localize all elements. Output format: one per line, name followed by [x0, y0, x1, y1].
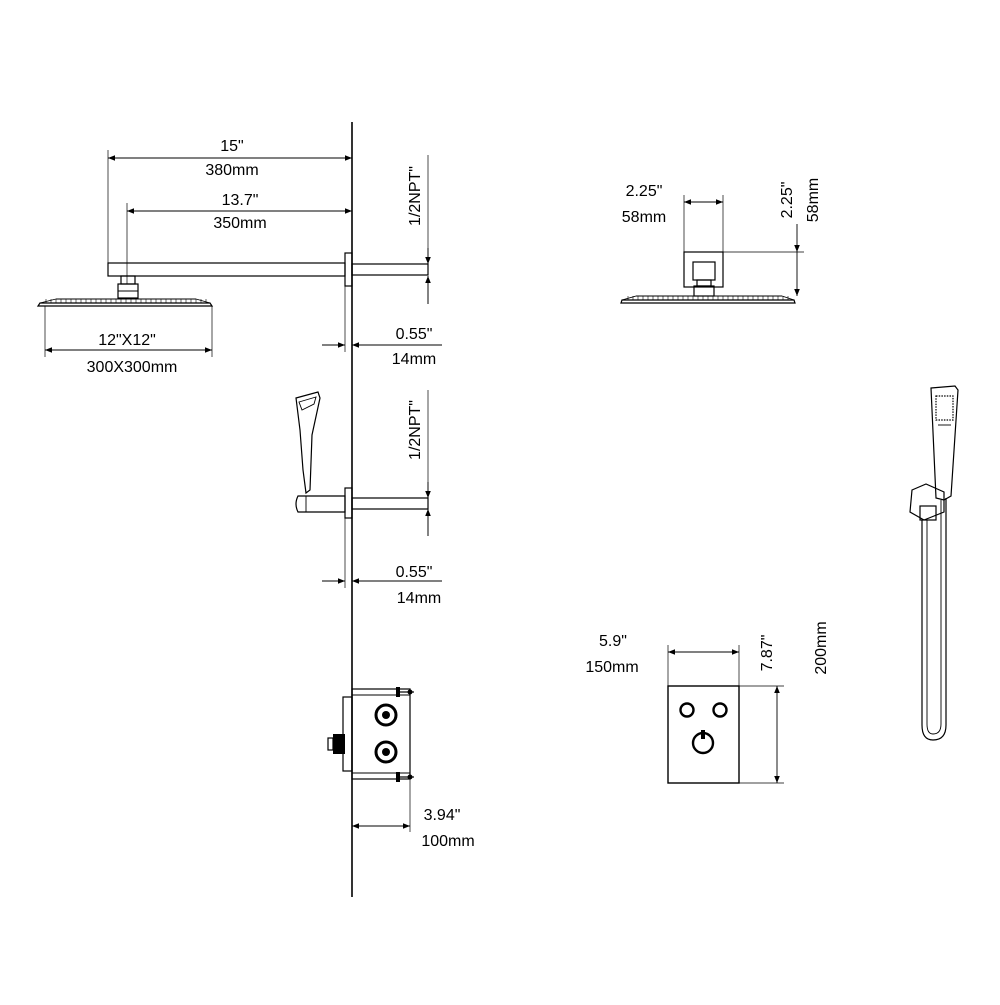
- dim-arm-reach: 13.7" 350mm: [126, 192, 352, 284]
- dim-trim-width-in: 5.9": [599, 633, 627, 650]
- handheld-hose: [921, 498, 947, 741]
- dim-handheld-flange-mm: 14mm: [397, 590, 441, 607]
- trim-button-right: [712, 702, 728, 718]
- valve-body-side: [327, 687, 414, 782]
- dim-handheld-flange: 0.55" 14mm: [322, 518, 442, 607]
- handheld-front-holder: [909, 483, 945, 521]
- handheld-front-wand: [930, 385, 959, 501]
- valve-housing: [351, 688, 411, 780]
- dim-handheld-thread: 1/2NPT": [407, 390, 431, 536]
- arm-swivel-joint: [120, 275, 136, 285]
- valve-port-lower: [374, 740, 398, 764]
- dim-head-side-height-mm: 58mm: [805, 178, 822, 222]
- handheld-side-assembly: [295, 391, 429, 519]
- head-side-block: [683, 251, 724, 288]
- dim-head-size-in: 12"X12": [98, 332, 156, 349]
- handheld-wall-pipe: [351, 497, 429, 510]
- dim-valve-depth-in: 3.94": [424, 807, 461, 824]
- dim-arm-reach-in: 13.7": [222, 192, 259, 209]
- dim-valve-depth-mm: 100mm: [421, 833, 474, 850]
- dim-arm-reach-mm: 350mm: [213, 215, 266, 232]
- handheld-side-wand: [295, 391, 321, 495]
- rain-shower-head-plate: [36, 302, 214, 307]
- dim-head-side-width-in: 2.25": [626, 183, 663, 200]
- dim-head-side-height: 2.25" 58mm: [723, 178, 822, 296]
- dim-arm-thread-label: 1/2NPT": [407, 166, 424, 226]
- head-nozzles: [45, 299, 207, 303]
- rain-shower-assembly: [36, 252, 429, 307]
- valve-cartridge: [333, 734, 345, 754]
- dim-trim-width-mm: 150mm: [585, 659, 638, 676]
- dim-head-size: 12"X12" 300X300mm: [44, 306, 213, 376]
- shower-arm: [107, 262, 346, 277]
- dim-arm-length-in: 15": [220, 138, 243, 155]
- dim-head-side-height-in: 2.25": [779, 182, 796, 219]
- trim-button-left: [679, 702, 695, 718]
- arm-wall-pipe: [351, 263, 429, 276]
- dim-arm-thread: 1/2NPT": [407, 155, 431, 304]
- handheld-side-holder: [295, 495, 346, 513]
- dim-trim-height-in: 7.87": [759, 635, 776, 672]
- dim-arm-length-mm: 380mm: [205, 162, 258, 179]
- dim-trim-width: 5.9" 150mm: [585, 633, 740, 686]
- trim-plate: [667, 685, 740, 784]
- handheld-front-view: [909, 385, 959, 741]
- dim-handheld-flange-in: 0.55": [396, 564, 433, 581]
- dim-handheld-thread-label: 1/2NPT": [407, 400, 424, 460]
- head-side-view: [620, 251, 796, 304]
- handheld-spray-face: [935, 395, 954, 421]
- dim-arm-flange-in: 0.55": [396, 326, 433, 343]
- valve-port-upper: [374, 703, 398, 727]
- dim-valve-depth: 3.94" 100mm: [352, 779, 475, 850]
- dim-head-side-width: 2.25" 58mm: [622, 183, 724, 252]
- dim-arm-flange: 0.55" 14mm: [322, 286, 442, 368]
- dim-arm-length: 15" 380mm: [107, 138, 352, 263]
- arm-flange: [344, 252, 353, 287]
- trim-plate-front: [667, 685, 740, 784]
- head-side-nozzles: [627, 296, 789, 300]
- dim-head-side-width-mm: 58mm: [622, 209, 666, 226]
- head-side-plate: [620, 299, 796, 304]
- dim-trim-height-mm: 200mm: [813, 621, 830, 674]
- handheld-flange: [344, 487, 353, 519]
- dim-head-size-mm: 300X300mm: [87, 359, 178, 376]
- dim-arm-flange-mm: 14mm: [392, 351, 436, 368]
- dim-trim-height: 7.87" 200mm: [739, 621, 830, 784]
